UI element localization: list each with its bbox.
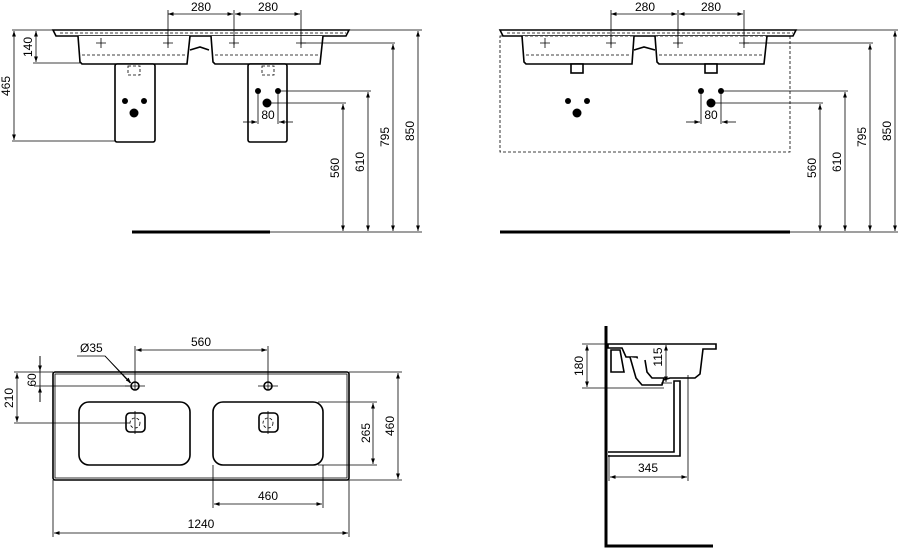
- dim-610: 610: [353, 152, 367, 172]
- dim-850: 850: [880, 121, 894, 141]
- waste-trap: [629, 356, 666, 386]
- dim-1240: 1240: [188, 517, 215, 531]
- dim-diameter-35: Ø35: [80, 341, 103, 355]
- front-view-furniture: 280 280 560 610 795 850 80: [498, 0, 898, 234]
- dim-80: 80: [704, 108, 718, 122]
- dim-850: 850: [403, 121, 417, 141]
- dim-795: 795: [855, 127, 869, 147]
- dim-180: 180: [572, 356, 586, 376]
- plan-view: Ø35 560 60 210 265 460 460 1240: [2, 335, 402, 537]
- dim-460-width: 460: [258, 489, 278, 503]
- dim-115: 115: [651, 347, 665, 366]
- left-basin: [77, 35, 191, 65]
- dim-610: 610: [830, 152, 844, 172]
- drain: [125, 412, 146, 433]
- dim-560: 560: [191, 335, 211, 349]
- wall-and-floor: [604, 326, 713, 548]
- side-view: 180 115 345: [572, 326, 717, 548]
- dim-280-right: 280: [701, 0, 721, 14]
- dim-265: 265: [359, 423, 373, 443]
- furniture-outline: [499, 35, 791, 153]
- dim-345: 345: [638, 461, 658, 475]
- left-pedestal: [114, 63, 156, 143]
- furniture-profile: [608, 380, 681, 457]
- dim-560: 560: [328, 158, 342, 178]
- supply-hole: [122, 98, 128, 104]
- dim-465: 465: [0, 76, 13, 96]
- dim-80: 80: [261, 108, 275, 122]
- right-basin: [210, 35, 324, 65]
- supply-hole: [565, 98, 571, 104]
- left-basin: [521, 35, 635, 65]
- dim-560: 560: [805, 158, 819, 178]
- dim-280-right: 280: [258, 0, 278, 14]
- supply-hole: [584, 98, 590, 104]
- supply-hole: [141, 98, 147, 104]
- dim-280-left: 280: [191, 0, 211, 14]
- waste-hole: [572, 108, 582, 118]
- right-basin: [654, 35, 768, 65]
- waste-hole: [129, 108, 139, 118]
- drain: [258, 412, 279, 433]
- left-basin: [78, 401, 191, 466]
- dim-280-left: 280: [635, 0, 655, 14]
- front-view-pedestal: 280 280 140 465 560 610 795 850 80: [0, 0, 422, 234]
- dim-210: 210: [2, 388, 16, 408]
- dim-460-depth: 460: [383, 416, 397, 436]
- dim-60: 60: [25, 373, 39, 387]
- dim-795: 795: [378, 127, 392, 147]
- dim-140: 140: [21, 37, 35, 57]
